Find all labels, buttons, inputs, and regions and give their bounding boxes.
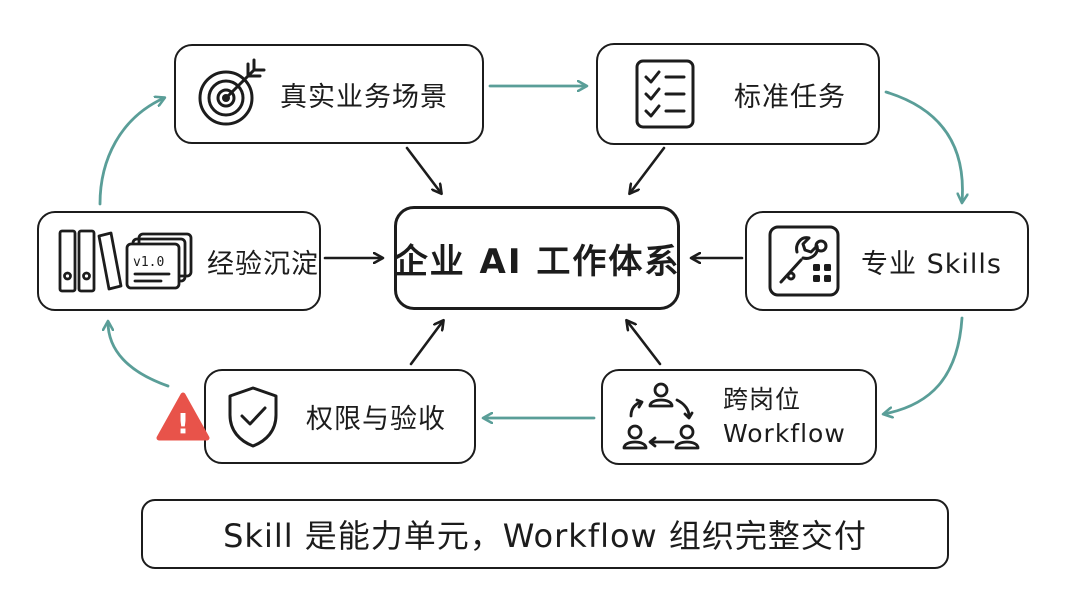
binders-versions-icon: v1.0 [57, 228, 195, 294]
node-label: 经验沉淀 [207, 248, 319, 280]
node-real-business-scene: 真实业务场景 [174, 44, 484, 144]
cycle-arrow-task-to-skills [884, 90, 962, 202]
node-label: 真实业务场景 [280, 81, 448, 113]
node-standard-task: 标准任务 [596, 43, 880, 145]
warning-symbol: ! [177, 407, 190, 440]
node-permission-acceptance: 权限与验收 [204, 369, 476, 464]
cycle-arrow-exp-to-scene [98, 98, 164, 206]
inner-arrow-perm [409, 321, 443, 366]
cycle-arrow-perm-to-exp [108, 322, 170, 388]
target-icon [192, 56, 268, 132]
node-professional-skills: 专业 Skills [745, 211, 1029, 311]
node-enterprise-ai-system: 企业 AI 工作体系 [394, 206, 680, 310]
shield-check-icon [226, 385, 280, 449]
node-label: 标准任务 [734, 81, 846, 113]
warning-icon: ! [156, 392, 210, 442]
tools-icon [767, 224, 841, 298]
node-label-line1: 跨岗位 [723, 385, 802, 414]
summary-banner: Skill 是能力单元，Workflow 组织完整交付 [141, 499, 949, 569]
binders-versions-svg: v1.0 [58, 229, 193, 293]
node-cross-role-workflow: 跨岗位 Workflow [601, 369, 877, 465]
summary-text: Skill 是能力单元，Workflow 组织完整交付 [223, 517, 867, 555]
inner-arrow-scene [405, 146, 441, 193]
cycle-arrow-skills-to-flow [884, 316, 964, 414]
checklist-icon [634, 58, 696, 130]
people-cycle-icon [621, 380, 701, 454]
node-experience-accumulation: v1.0 经验沉淀 [37, 211, 321, 311]
node-label-line2: Workflow [723, 419, 846, 448]
node-label: 权限与验收 [306, 404, 446, 435]
node-label: 专业 Skills [861, 248, 1002, 280]
inner-arrow-flow [627, 321, 662, 366]
version-tag: v1.0 [133, 255, 164, 270]
core-title: 企业 AI 工作体系 [393, 241, 681, 282]
inner-arrow-task [630, 146, 666, 193]
node-label-group: 跨岗位 Workflow [723, 383, 846, 451]
